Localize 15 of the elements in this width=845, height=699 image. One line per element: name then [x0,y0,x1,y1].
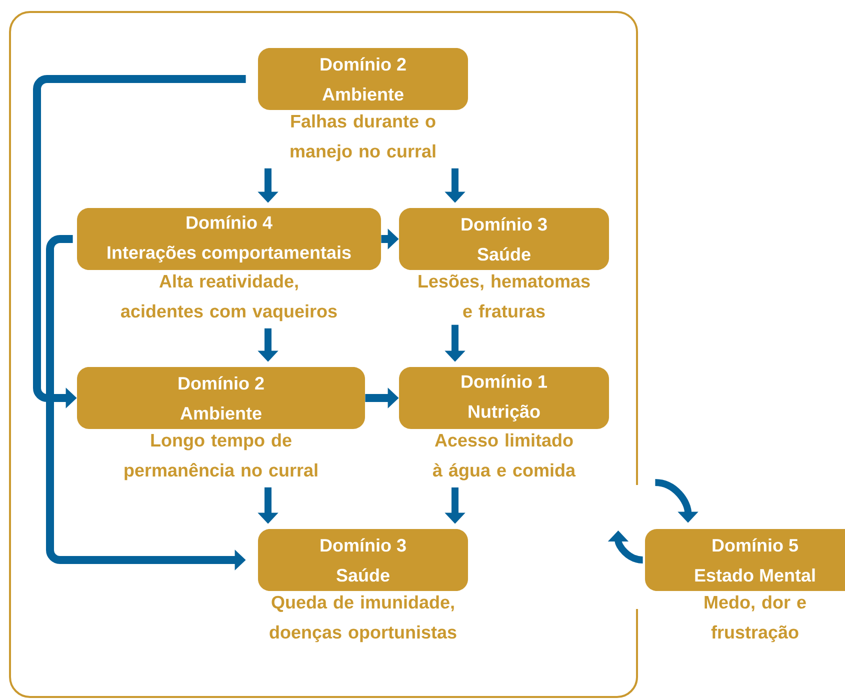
description-text: Lesões, hematomas e fraturas [418,274,590,318]
domain-box: Domínio 1 Nutrição [399,367,609,429]
domain-box: Domínio 2 Ambiente [258,48,468,110]
domain-box: Domínio 4 Interações comportamentais [77,208,381,270]
domain-box: Domínio 5 Estado Mental [645,529,845,591]
domain-box: Domínio 3 Saúde [399,208,609,270]
domain-box: Domínio 2 Ambiente [77,367,365,429]
frame [9,11,638,698]
description-text: Queda de imunidade, doenças oportunistas [270,595,456,642]
domain-box: Domínio 3 Saúde [258,529,468,591]
description-text: Acesso limitado à água e comida [432,433,576,480]
description-text: Falhas durante o manejo no curral [290,114,436,162]
description-text: Longo tempo de permanência no curral [124,433,318,480]
description-text: Medo, dor e frustração [704,595,806,642]
description-text: Alta reatividade, acidentes com vaqueiros [121,274,337,322]
